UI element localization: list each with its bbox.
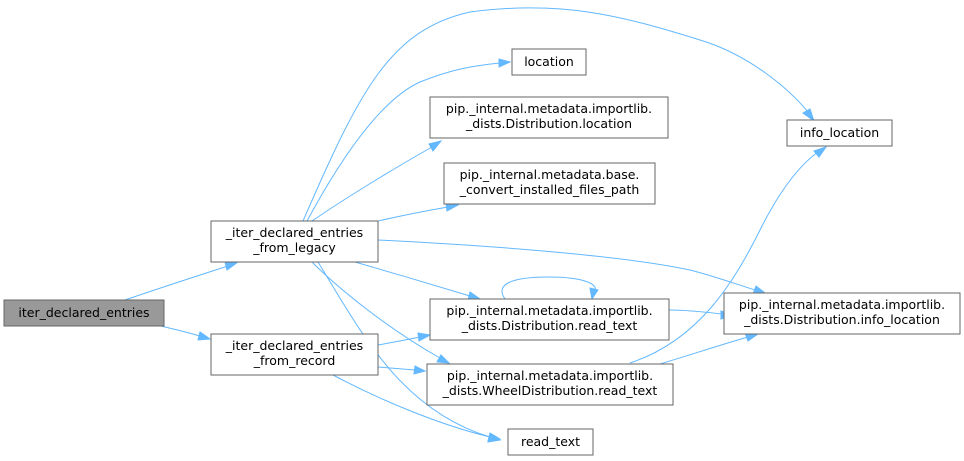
- edge-from-record-to-dist-read-text: [377, 332, 432, 346]
- node-iter-declared-entries[interactable]: iter_declared_entries: [3, 299, 165, 327]
- node-read-text[interactable]: read_text: [507, 428, 594, 456]
- edge-from-legacy-to-dist-info-location: [377, 239, 767, 295]
- node-label: read_text: [521, 434, 580, 449]
- edge-from-legacy-to-dist-read-text: [354, 261, 482, 301]
- edge-from-legacy-to-dist-location: [311, 140, 443, 222]
- node-distribution-location[interactable]: pip._internal.metadata.importlib. _dists…: [429, 96, 669, 139]
- edge-root-to-from-legacy: [121, 261, 240, 302]
- edge-from-record-to-read-text: [332, 374, 502, 442]
- edge-from-legacy-to-location: [306, 58, 512, 222]
- node-label-line-1: pip._internal.metadata.importlib.: [446, 101, 652, 116]
- edge-from-legacy-to-convert-installed: [377, 202, 460, 222]
- node-label-line-2: _from_record: [253, 353, 336, 368]
- node-distribution-read-text[interactable]: pip._internal.metadata.importlib. _dists…: [429, 298, 670, 341]
- node-label-line-2: _dists.Distribution.read_text: [461, 318, 638, 333]
- node-label-line-1: pip._internal.metadata.importlib.: [739, 297, 945, 312]
- node-distribution-info-location[interactable]: pip._internal.metadata.importlib. _dists…: [723, 292, 961, 335]
- edge-from-legacy-to-wheel-read-text: [311, 261, 451, 364]
- node-label-line-1: pip._internal.metadata.base.: [460, 167, 640, 182]
- node-convert-installed-files-path[interactable]: pip._internal.metadata.base. _convert_in…: [443, 162, 656, 205]
- node-label: location: [524, 54, 574, 69]
- node-label-line-1: _iter_declared_entries: [225, 225, 363, 240]
- node-label-line-2: _dists.Distribution.location: [465, 116, 632, 131]
- node-label-line-2: _dists.WheelDistribution.read_text: [442, 383, 658, 398]
- node-label-line-2: _from_legacy: [252, 240, 336, 255]
- node-wheel-distribution-read-text[interactable]: pip._internal.metadata.importlib. _dists…: [426, 363, 674, 406]
- node-label: iter_declared_entries: [18, 305, 149, 320]
- node-label-line-1: pip._internal.metadata.importlib.: [447, 368, 653, 383]
- node-label-line-2: _convert_installed_files_path: [459, 182, 640, 197]
- node-label-line-1: pip._internal.metadata.importlib.: [446, 303, 652, 318]
- node-info-location[interactable]: info_location: [786, 119, 893, 147]
- node-location[interactable]: location: [511, 48, 587, 76]
- node-label: info_location: [800, 125, 879, 140]
- edge-dist-read-text-self-loop: [501, 276, 599, 301]
- edge-wheel-read-text-to-info-location: [629, 146, 828, 364]
- edge-wheel-read-text-to-dist-info-location: [659, 332, 760, 365]
- node-label-line-1: _iter_declared_entries: [225, 338, 363, 353]
- edge-dist-read-text-to-dist-info-location: [668, 309, 734, 320]
- node-iter-declared-entries-from-legacy[interactable]: _iter_declared_entries _from_legacy: [210, 220, 379, 263]
- edge-from-record-to-wheel-read-text: [377, 365, 427, 375]
- edge-from-legacy-to-info-location: [302, 7, 815, 222]
- node-label-line-2: _dists.Distribution.info_location: [743, 312, 940, 327]
- node-iter-declared-entries-from-record[interactable]: _iter_declared_entries _from_record: [210, 333, 379, 376]
